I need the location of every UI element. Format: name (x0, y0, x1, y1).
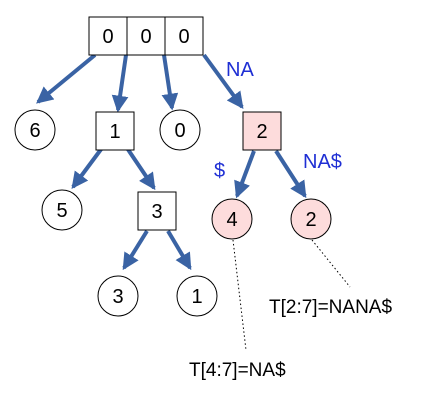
root-cell-3 (164, 16, 204, 56)
annotation-leaf-4: T[4:7]=NA$ (189, 360, 286, 381)
edge-root-to-node-2 (202, 53, 244, 110)
leaf-3-label: 3 (112, 286, 123, 308)
leader-leaf-4 (232, 239, 247, 351)
edges (36, 53, 307, 271)
internal-node-3: 3 (137, 191, 177, 231)
edge-label-na-dollar: NA$ (303, 151, 342, 173)
edge-node-3-to-leaf-3 (122, 229, 149, 271)
edge-node-2-to-leaf-4 (234, 150, 256, 199)
edge-node-1-to-leaf-5 (71, 146, 104, 190)
leaf-0-label: 0 (174, 120, 185, 142)
internal-node-2-label: 2 (256, 121, 267, 143)
leaf-0: 0 (159, 109, 201, 151)
root-cell-2-label: 0 (140, 26, 151, 48)
edge-node-2-to-leaf-2 (274, 149, 307, 199)
leaf-4-label: 4 (226, 209, 237, 231)
internal-node-1-label: 1 (109, 121, 120, 143)
leaf-6-label: 6 (29, 120, 40, 142)
root-cell-1-label: 0 (102, 26, 113, 48)
edge-root-to-leaf-6 (36, 53, 97, 104)
leader-leaf-2 (311, 239, 351, 288)
annotation-leaf-2: T[2:7]=NANA$ (269, 297, 392, 318)
root-cell-2 (126, 16, 166, 56)
leaf-5: 5 (41, 189, 83, 231)
edge-label-na: NA (226, 59, 254, 81)
edge-node-1-to-node-3 (125, 146, 156, 191)
leaf-2-label: 2 (305, 209, 316, 231)
internal-node-2-highlighted: 2 (242, 111, 282, 151)
annotation-leaders (232, 239, 351, 351)
internal-node-3-label: 3 (151, 201, 162, 223)
root-node: 0 0 0 (88, 16, 204, 56)
leaf-6: 6 (14, 109, 56, 151)
internal-node-1: 1 (95, 111, 135, 151)
leaf-5-label: 5 (56, 200, 67, 222)
edge-label-dollar: $ (214, 160, 225, 182)
leaf-1-label: 1 (191, 286, 202, 308)
leaf-2-highlighted: 2 (290, 198, 332, 240)
leaf-3: 3 (97, 275, 139, 317)
leaf-4-highlighted: 4 (211, 198, 253, 240)
root-cell-3-label: 0 (178, 26, 189, 48)
leaf-1: 1 (176, 275, 218, 317)
edge-node-3-to-leaf-1 (166, 229, 192, 271)
edge-root-to-node-1 (111, 54, 129, 113)
edge-root-to-leaf-0 (161, 54, 179, 111)
